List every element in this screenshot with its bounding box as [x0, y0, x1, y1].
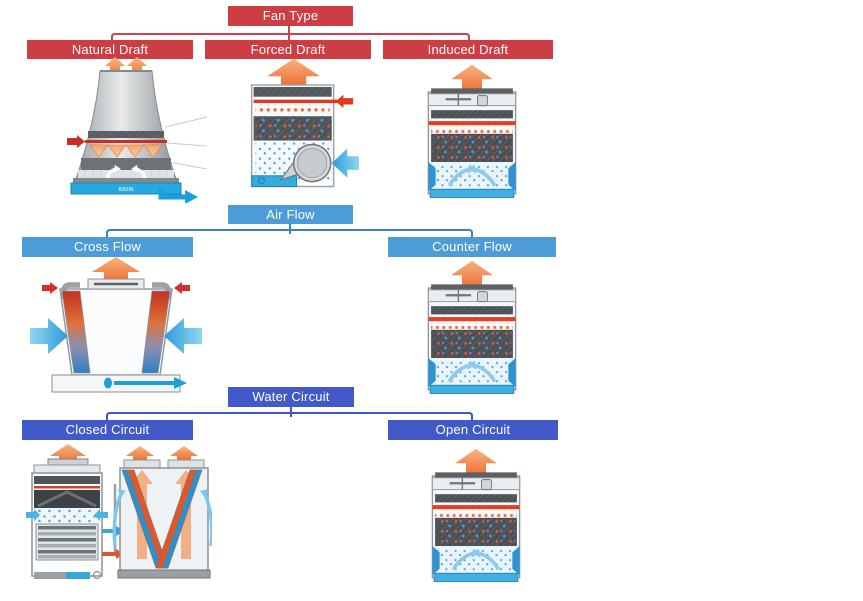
closed-circuit-illustration: [26, 444, 212, 580]
air-inlet-arrow: [331, 148, 360, 178]
hot-water-inlet-arrow: [67, 135, 85, 148]
basin-label: BASIN: [118, 187, 133, 193]
fan-type-box: Fan Type: [228, 6, 353, 26]
counter-flow-box: Counter Flow: [388, 237, 556, 257]
natural-draft-box: Natural Draft: [27, 40, 193, 59]
coil-bundle: [35, 523, 99, 561]
air-inlet-arrow: [112, 493, 123, 547]
fill-section: [141, 290, 171, 374]
hot-water-inlet-arrow: [42, 282, 58, 294]
closed-circuit-box: Closed Circuit: [22, 420, 193, 440]
fan-type-connector: [111, 26, 470, 40]
cold-water-outlet-arrow: [158, 188, 185, 200]
water-circuit-box: Water Circuit: [228, 387, 354, 407]
induced-draft-box: Induced Draft: [383, 40, 553, 59]
hot-water-inlet-arrow: [174, 282, 190, 294]
air-inlet-arrow: [164, 318, 202, 354]
open-circuit-box: Open Circuit: [388, 420, 558, 440]
hot-water-inlet-arrow: [335, 94, 354, 108]
air-inlet-arrow: [203, 493, 212, 547]
hot-air-arrow: [170, 446, 198, 462]
forced-draft-box: Forced Draft: [205, 40, 371, 59]
counter-flow-illustration: [426, 258, 518, 396]
air-flow-box: Air Flow: [228, 205, 353, 224]
hot-air-arrow: [267, 58, 320, 87]
fill-section: [61, 290, 91, 374]
air-flow-connector: [106, 224, 473, 237]
hot-air-arrow: [126, 446, 154, 462]
natural-draft-illustration: BASIN: [67, 57, 208, 203]
v-coil-sections: [121, 469, 203, 569]
induced-draft-illustration: [426, 62, 518, 200]
forced-draft-illustration: [250, 58, 360, 188]
cross-flow-illustration: [30, 257, 202, 393]
air-inlet-arrow: [30, 318, 68, 354]
open-circuit-illustration: [430, 446, 522, 584]
cold-water-outlet-arrow: [174, 377, 187, 389]
cross-flow-box: Cross Flow: [22, 237, 193, 257]
water-circuit-connector: [106, 407, 473, 420]
hot-air-arrow: [92, 257, 140, 282]
